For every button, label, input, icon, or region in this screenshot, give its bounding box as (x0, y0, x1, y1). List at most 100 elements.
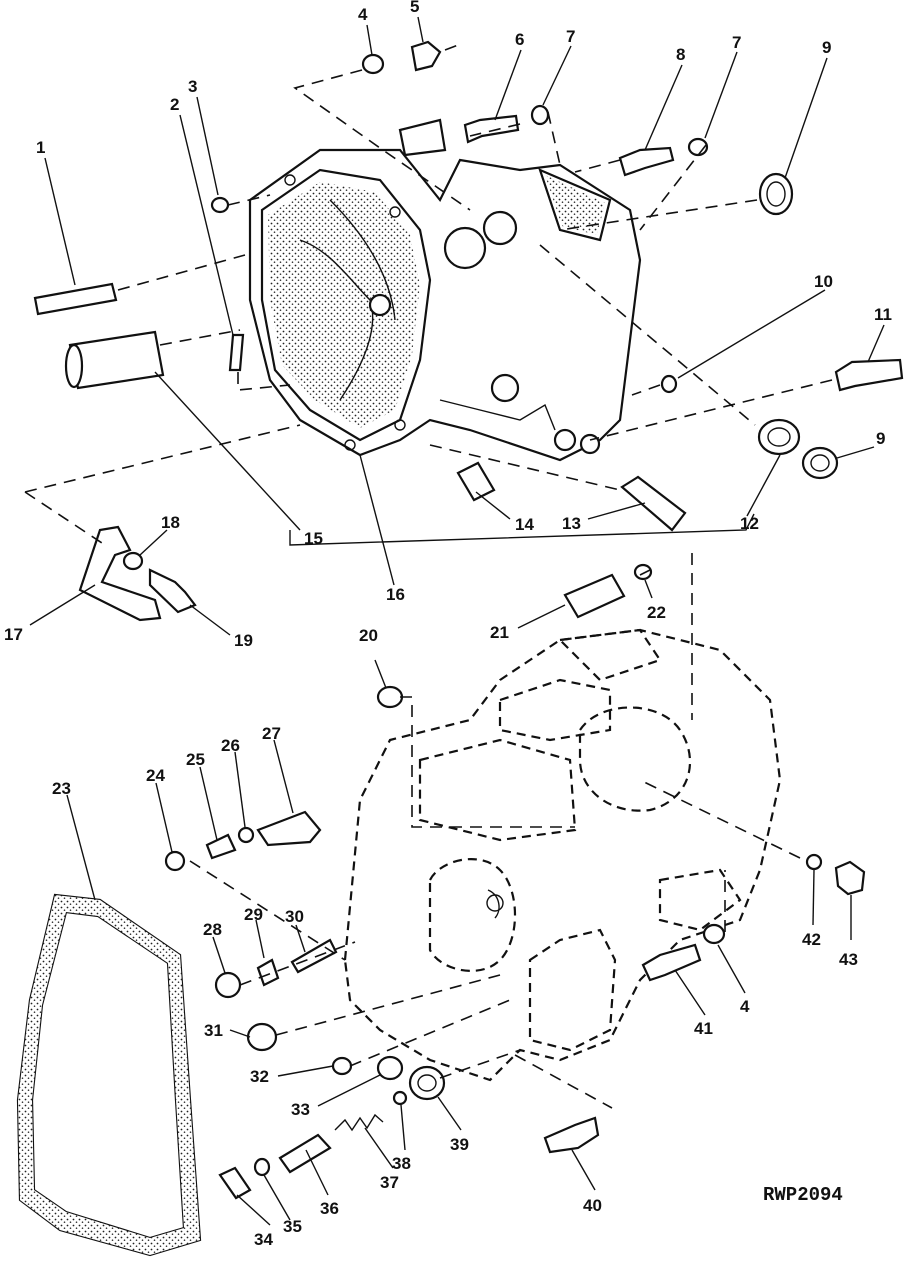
callout-36: 36 (320, 1199, 339, 1218)
spring-37 (334, 1113, 384, 1132)
lock-29 (256, 958, 280, 987)
figure-code: RWP2094 (763, 1184, 843, 1206)
callout-34: 34 (254, 1230, 273, 1249)
callout-4: 4 (358, 5, 368, 24)
callout-41: 41 (694, 1019, 713, 1038)
leader-lines (29, 16, 885, 1226)
front-cover-housing (248, 118, 642, 462)
callout-30: 30 (285, 907, 304, 926)
tube-27 (256, 810, 322, 847)
washer-24 (164, 850, 186, 872)
callout-33: 33 (291, 1100, 310, 1119)
washer-32 (331, 1056, 353, 1076)
transmission-case-outline (343, 628, 782, 1082)
small-parts (33, 40, 904, 1200)
callout-23: 23 (52, 779, 71, 798)
callout-37: 37 (380, 1173, 399, 1192)
callout-39: 39 (450, 1135, 469, 1154)
callout-19: 19 (234, 631, 253, 650)
callout-31: 31 (204, 1021, 223, 1040)
seal-31 (246, 1022, 278, 1052)
washer-4b (702, 923, 726, 945)
callout-15: 15 (304, 529, 323, 548)
stud-30 (290, 938, 338, 974)
fitting-25 (205, 833, 237, 860)
bushing-14 (456, 461, 496, 502)
callout-6: 6 (515, 30, 524, 49)
callout-14: 14 (515, 515, 534, 534)
callout-7a: 7 (566, 27, 575, 46)
pin-10 (660, 374, 678, 394)
sleeve-15 (68, 330, 165, 390)
plug-43 (834, 860, 866, 896)
seal-33 (376, 1055, 404, 1081)
callout-13: 13 (562, 514, 581, 533)
washer-4 (361, 53, 385, 75)
washer-26 (237, 826, 255, 844)
callout-12: 12 (740, 514, 759, 533)
callout-5: 5 (410, 0, 419, 16)
washer-7a (530, 104, 550, 126)
washer-3 (210, 196, 230, 214)
nut-5 (410, 40, 442, 72)
callout-25: 25 (186, 750, 205, 769)
callout-7b: 7 (732, 33, 741, 52)
cotter-pin-2 (228, 333, 245, 372)
dowel-13 (620, 475, 687, 532)
callout-2: 2 (170, 95, 179, 114)
alignment-lines (24, 44, 833, 1109)
callout-28: 28 (203, 920, 222, 939)
callout-10: 10 (814, 272, 833, 291)
callout-29: 29 (244, 905, 263, 924)
sleeve-15-end (64, 343, 84, 389)
callout-9b: 9 (876, 429, 885, 448)
spring-pin-36 (278, 1133, 332, 1174)
washer-22 (633, 563, 653, 581)
callout-22: 22 (647, 603, 666, 622)
callout-35: 35 (283, 1217, 302, 1236)
callout-16: 16 (386, 585, 405, 604)
gasket-23 (16, 893, 202, 1257)
seal-39 (408, 1065, 446, 1101)
oring-35 (253, 1157, 271, 1177)
callout-27: 27 (262, 724, 281, 743)
callout-20: 20 (359, 626, 378, 645)
plug-40 (543, 1116, 600, 1154)
callout-9a: 9 (822, 38, 831, 57)
bushing-12 (757, 418, 801, 456)
bolt-8 (618, 146, 675, 177)
plug-34 (218, 1166, 252, 1200)
plug-20 (376, 685, 404, 709)
callout-labels: 1 2 3 4 5 6 7 8 7 9 10 11 9 12 13 14 15 … (4, 0, 892, 1249)
callout-1: 1 (36, 138, 45, 157)
bracket-17 (78, 525, 162, 622)
callout-26: 26 (221, 736, 240, 755)
screen-21 (563, 573, 626, 619)
callout-17: 17 (4, 625, 23, 644)
callout-24: 24 (146, 766, 165, 785)
stud-1 (33, 282, 118, 316)
callout-43: 43 (839, 950, 858, 969)
callout-40: 40 (583, 1196, 602, 1215)
callout-3: 3 (188, 77, 197, 96)
seal-9 (758, 172, 794, 216)
callout-4b: 4 (740, 997, 750, 1016)
callout-38: 38 (392, 1154, 411, 1173)
bolt-19 (148, 568, 197, 614)
bolt-6 (463, 114, 520, 144)
ball-38 (392, 1090, 408, 1106)
seal-9b (801, 446, 839, 480)
oring-42 (805, 853, 823, 871)
nut-28 (214, 971, 242, 999)
callout-8: 8 (676, 45, 685, 64)
callout-32: 32 (250, 1067, 269, 1086)
washer-18 (122, 551, 144, 571)
callout-18: 18 (161, 513, 180, 532)
callout-21: 21 (490, 623, 509, 642)
bolt-41 (641, 943, 702, 982)
washer-7b (687, 137, 709, 157)
bolt-11 (834, 358, 904, 392)
callout-11: 11 (874, 305, 892, 324)
callout-42: 42 (802, 930, 821, 949)
